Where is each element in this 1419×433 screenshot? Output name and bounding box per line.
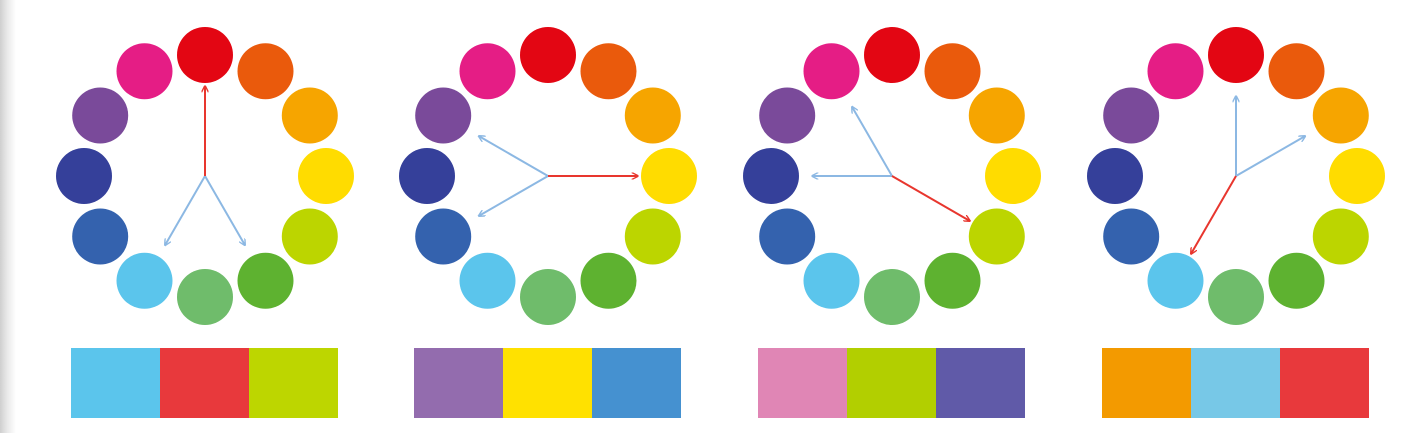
swatch-strip-4 [1102, 348, 1369, 418]
wheel-color-magenta [459, 43, 516, 100]
wheel-color-yellow-green [968, 208, 1025, 265]
wheel-color-purple [759, 87, 816, 144]
wheel-color-green [1268, 252, 1325, 309]
swatch-1 [414, 348, 503, 418]
swatch-2 [160, 348, 249, 418]
wheel-color-orange [1312, 87, 1369, 144]
secondary-arrow-magenta [852, 107, 893, 177]
color-wheel-panel-2 [399, 27, 697, 325]
wheel-color-yellow-green [281, 208, 338, 265]
secondary-arrow-sky-blue [165, 175, 206, 245]
secondary-arrow-blue [479, 175, 549, 216]
swatch-2 [503, 348, 592, 418]
wheel-color-orange [281, 87, 338, 144]
wheel-color-purple [72, 87, 129, 144]
wheel-color-red-orange [580, 43, 637, 100]
wheel-color-navy [399, 148, 455, 204]
wheel-color-sky-blue [116, 252, 173, 309]
swatch-3 [1280, 348, 1369, 418]
color-wheel-panel-4 [1087, 27, 1385, 325]
wheel-color-light-green [864, 269, 920, 325]
wheel-color-yellow [641, 148, 697, 204]
swatch-1 [1102, 348, 1191, 418]
color-wheel-panel-3 [743, 27, 1041, 325]
swatch-1 [758, 348, 847, 418]
wheel-color-red [1208, 27, 1264, 83]
wheel-color-red-orange [1268, 43, 1325, 100]
left-edge-shadow [0, 0, 16, 433]
primary-arrow-sky-blue [1191, 175, 1237, 254]
wheel-color-green [580, 252, 637, 309]
wheel-color-purple [415, 87, 472, 144]
color-wheel-panel-1 [56, 27, 354, 325]
swatch-2 [1191, 348, 1280, 418]
wheel-color-navy [1087, 148, 1143, 204]
wheel-color-green [924, 252, 981, 309]
wheel-color-magenta [803, 43, 860, 100]
wheel-color-red-orange [237, 43, 294, 100]
wheel-color-light-green [177, 269, 233, 325]
wheel-color-magenta [1147, 43, 1204, 100]
wheel-color-yellow [298, 148, 354, 204]
wheel-color-green [237, 252, 294, 309]
wheel-color-yellow-green [624, 208, 681, 265]
wheel-color-yellow [985, 148, 1041, 204]
wheel-color-sky-blue [803, 252, 860, 309]
wheel-color-purple [1103, 87, 1160, 144]
wheel-color-orange [624, 87, 681, 144]
swatch-1 [71, 348, 160, 418]
wheel-color-yellow [1329, 148, 1385, 204]
swatch-strip-3 [758, 348, 1025, 418]
swatch-2 [847, 348, 936, 418]
wheel-color-red [864, 27, 920, 83]
wheel-color-navy [743, 148, 799, 204]
secondary-arrow-purple [479, 136, 549, 177]
wheel-color-magenta [116, 43, 173, 100]
wheel-color-yellow-green [1312, 208, 1369, 265]
wheel-color-light-green [1208, 269, 1264, 325]
wheel-color-navy [56, 148, 112, 204]
swatch-3 [936, 348, 1025, 418]
secondary-arrow-green [204, 175, 245, 245]
wheel-color-sky-blue [459, 252, 516, 309]
wheel-color-red-orange [924, 43, 981, 100]
wheel-color-blue [415, 208, 472, 265]
wheel-color-blue [1103, 208, 1160, 265]
wheel-color-red [177, 27, 233, 83]
wheel-color-blue [72, 208, 129, 265]
swatch-strip-2 [414, 348, 681, 418]
secondary-arrow-orange [1235, 136, 1305, 177]
wheel-color-red [520, 27, 576, 83]
wheel-color-blue [759, 208, 816, 265]
wheel-color-sky-blue [1147, 252, 1204, 309]
swatch-strip-1 [71, 348, 338, 418]
primary-arrow-yellow-green [891, 175, 970, 221]
swatch-3 [592, 348, 681, 418]
swatch-3 [249, 348, 338, 418]
wheel-color-light-green [520, 269, 576, 325]
wheel-color-orange [968, 87, 1025, 144]
